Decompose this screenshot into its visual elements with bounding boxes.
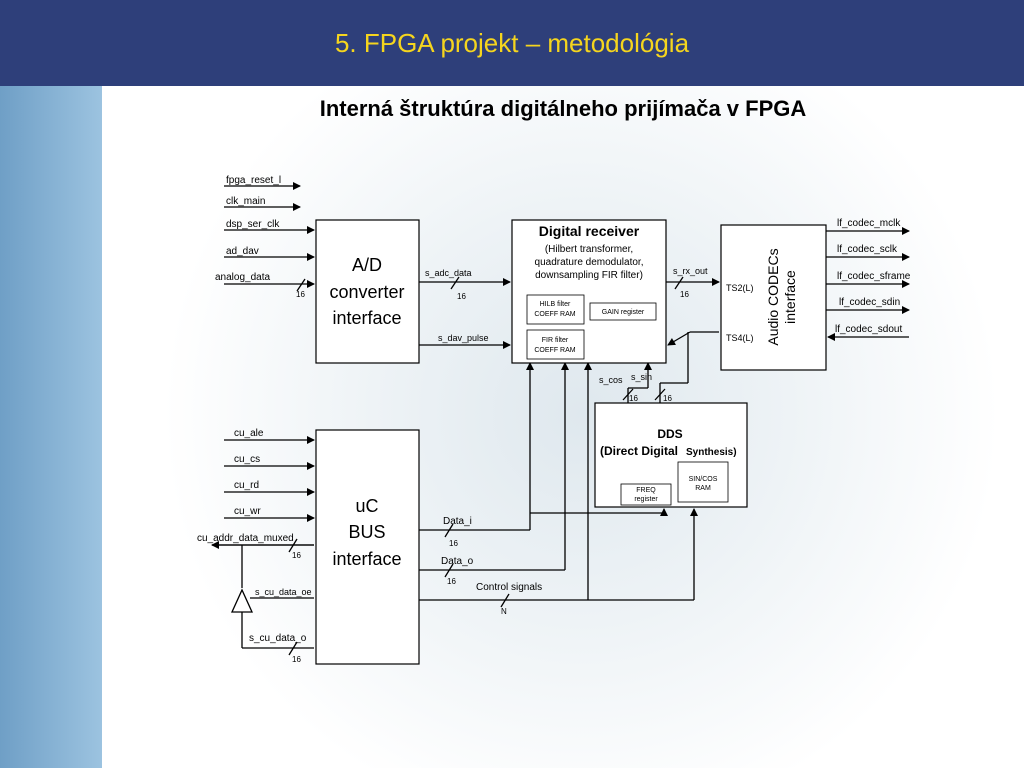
width-s-adc-data: 16 xyxy=(457,292,466,301)
width-s-cu-data-o: 16 xyxy=(292,655,301,664)
sidebar-stripe xyxy=(0,86,102,768)
receiver-desc-2: quadrature demodulator, xyxy=(535,257,644,268)
width-s-rx-out: 16 xyxy=(680,290,689,299)
freq-register-box xyxy=(620,483,672,506)
codec-ts4: TS4(L) xyxy=(726,333,754,343)
label-s-cos: s_cos xyxy=(599,375,623,385)
label-fpga-reset: fpga_reset_l xyxy=(226,175,281,186)
label-lf-sclk: lf_codec_sclk xyxy=(837,244,898,255)
label-data-o: Data_o xyxy=(441,556,474,567)
label-lf-sdout: lf_codec_sdout xyxy=(835,324,902,335)
uc-label-3: interface xyxy=(332,549,401,569)
dds-title-3: Synthesis) xyxy=(686,447,737,458)
label-cu-rd: cu_rd xyxy=(234,480,259,491)
header-bar: 5. FPGA projekt – metodológia xyxy=(0,0,1024,86)
label-s-cu-data-o: s_cu_data_o xyxy=(249,633,307,644)
label-cu-addr: cu_addr_data_muxed xyxy=(197,533,294,544)
uc-label-1: uC xyxy=(355,496,378,516)
sincos-label-1: SIN/COS xyxy=(689,476,718,483)
label-s-dav-pulse: s_dav_pulse xyxy=(438,333,489,343)
codec-block xyxy=(720,224,827,371)
width-data-o: 16 xyxy=(447,577,456,586)
width-s-cos: 16 xyxy=(629,394,638,403)
hilb-label-1: HILB filter xyxy=(540,301,571,308)
label-control: Control signals xyxy=(476,582,542,593)
label-clk-main: clk_main xyxy=(226,196,265,207)
width-cu-addr: 16 xyxy=(292,551,301,560)
hilb-ram-box xyxy=(526,294,585,325)
codec-label-1: Audio CODECs xyxy=(765,248,781,345)
label-lf-sdin: lf_codec_sdin xyxy=(839,297,900,308)
label-s-adc-data: s_adc_data xyxy=(425,268,472,278)
label-s-cu-data-oe: s_cu_data_oe xyxy=(255,587,312,597)
fir-label-2: COEFF RAM xyxy=(534,347,575,354)
dds-title: DDS xyxy=(657,427,682,441)
dds-title-2: (Direct Digital xyxy=(600,444,678,458)
label-data-i: Data_i xyxy=(443,516,472,527)
adc-label-3: interface xyxy=(332,308,401,328)
uc-label-2: BUS xyxy=(348,522,385,542)
gain-register-box xyxy=(589,302,657,321)
width-s-sin: 16 xyxy=(663,394,672,403)
gain-label: GAIN register xyxy=(602,309,645,316)
fir-label-1: FIR filter xyxy=(542,337,569,344)
width-analog-data: 16 xyxy=(296,290,305,299)
label-cu-ale: cu_ale xyxy=(234,428,264,439)
tristate-buffer xyxy=(230,588,254,613)
width-control: N xyxy=(501,607,507,616)
freq-label-2: register xyxy=(634,496,658,503)
sincos-label-2: RAM xyxy=(695,485,711,492)
label-ad-dav: ad_dav xyxy=(226,246,259,257)
width-data-i: 16 xyxy=(449,539,458,548)
codec-label-2: interface xyxy=(782,270,798,324)
label-dsp-ser-clk: dsp_ser_clk xyxy=(226,219,280,230)
adc-label-1: A/D xyxy=(352,255,382,275)
label-analog-data: analog_data xyxy=(215,272,270,283)
page-title: 5. FPGA projekt – metodológia xyxy=(334,28,690,58)
adc-label-2: converter xyxy=(329,282,404,302)
diagram-title: Interná štruktúra digitálneho prijímača … xyxy=(319,96,807,121)
label-lf-mclk: lf_codec_mclk xyxy=(837,218,901,229)
codec-ts2: TS2(L) xyxy=(726,283,754,293)
sincos-ram-box xyxy=(677,461,729,503)
freq-label-1: FREQ xyxy=(636,487,656,494)
label-s-sin: s_sin xyxy=(631,372,652,382)
receiver-desc-3: downsampling FIR filter) xyxy=(535,270,643,281)
adc-block xyxy=(315,219,420,364)
globe-background xyxy=(102,86,1024,768)
fir-ram-box xyxy=(526,329,585,360)
hilb-label-2: COEFF RAM xyxy=(534,311,575,318)
uc-block xyxy=(315,429,420,665)
receiver-title: Digital receiver xyxy=(539,223,640,239)
label-cu-cs: cu_cs xyxy=(234,454,260,465)
receiver-desc-1: (Hilbert transformer, xyxy=(545,244,633,255)
label-lf-sframe: lf_codec_sframe xyxy=(837,271,911,282)
label-s-rx-out: s_rx_out xyxy=(673,266,708,276)
label-cu-wr: cu_wr xyxy=(234,506,261,517)
